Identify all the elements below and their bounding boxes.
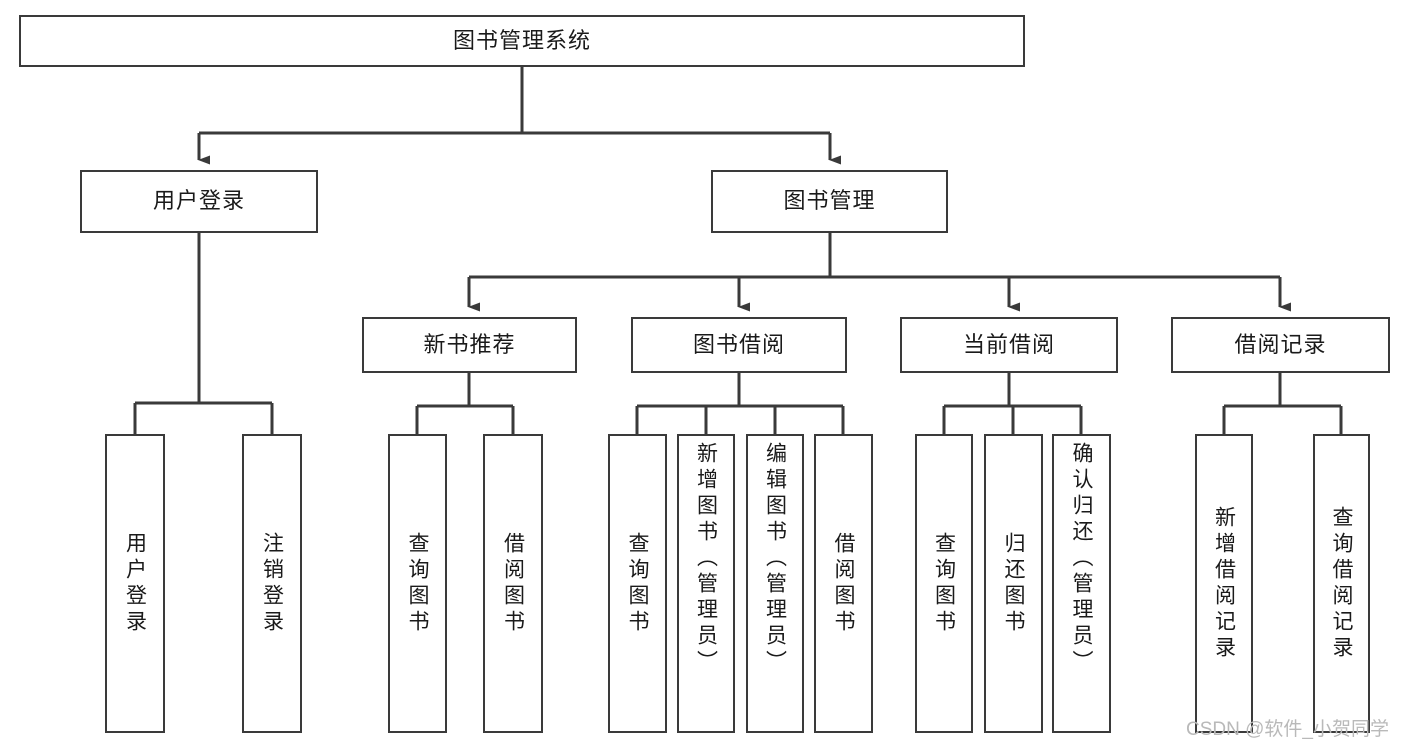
leaf-logout[interactable]: 注销登录: [242, 434, 302, 733]
leaf-user-login[interactable]: 用户登录: [105, 434, 165, 733]
node-book-borrow[interactable]: 图书借阅: [631, 317, 847, 373]
leaf-query-book-current[interactable]: 查询图书: [915, 434, 973, 733]
csdn-watermark: CSDN @软件_小贺同学: [1186, 719, 1389, 740]
leaf-add-borrow-record-label: 新增借阅记录: [1212, 505, 1236, 662]
node-book-borrow-label: 图书借阅: [692, 331, 785, 357]
node-borrow-record-label: 借阅记录: [1234, 331, 1327, 357]
leaf-query-borrow-record[interactable]: 查询借阅记录: [1313, 434, 1370, 733]
leaf-query-book-borrow-label: 查询图书: [626, 531, 649, 636]
leaf-edit-book-admin-label: 编辑图书（管理员）: [763, 442, 787, 676]
leaf-add-borrow-record[interactable]: 新增借阅记录: [1195, 434, 1253, 733]
leaf-query-book-recommend-label: 查询图书: [406, 531, 429, 636]
leaf-query-book-current-label: 查询图书: [932, 531, 956, 636]
leaf-confirm-return-admin[interactable]: 确认归还（管理员）: [1052, 434, 1111, 733]
leaf-add-book-admin-label: 新增图书（管理员）: [694, 442, 718, 676]
node-book-management[interactable]: 图书管理: [711, 170, 948, 233]
node-new-book-recommend-label: 新书推荐: [423, 331, 516, 357]
leaf-add-book-admin[interactable]: 新增图书（管理员）: [677, 434, 735, 733]
node-user-login[interactable]: 用户登录: [80, 170, 318, 233]
leaf-return-book-label: 归还图书: [1002, 531, 1025, 636]
node-new-book-recommend[interactable]: 新书推荐: [362, 317, 577, 373]
node-root[interactable]: 图书管理系统: [19, 15, 1025, 67]
node-borrow-record[interactable]: 借阅记录: [1171, 317, 1390, 373]
leaf-borrow-book-recommend-label: 借阅图书: [501, 531, 525, 636]
node-book-management-label: 图书管理: [783, 188, 876, 214]
leaf-edit-book-admin[interactable]: 编辑图书（管理员）: [746, 434, 804, 733]
leaf-query-book-recommend[interactable]: 查询图书: [388, 434, 447, 733]
node-current-borrow-label: 当前借阅: [962, 331, 1055, 357]
leaf-query-borrow-record-label: 查询借阅记录: [1330, 505, 1353, 662]
node-current-borrow[interactable]: 当前借阅: [900, 317, 1118, 373]
leaf-confirm-return-admin-label: 确认归还（管理员）: [1070, 442, 1093, 676]
leaf-logout-label: 注销登录: [260, 531, 284, 636]
leaf-borrow-book[interactable]: 借阅图书: [814, 434, 873, 733]
node-user-login-label: 用户登录: [152, 188, 245, 214]
node-root-label: 图书管理系统: [452, 27, 591, 53]
leaf-query-book-borrow[interactable]: 查询图书: [608, 434, 667, 733]
leaf-return-book[interactable]: 归还图书: [984, 434, 1043, 733]
leaf-user-login-label: 用户登录: [123, 531, 147, 636]
leaf-borrow-book-recommend[interactable]: 借阅图书: [483, 434, 543, 733]
leaf-borrow-book-label: 借阅图书: [832, 531, 855, 636]
